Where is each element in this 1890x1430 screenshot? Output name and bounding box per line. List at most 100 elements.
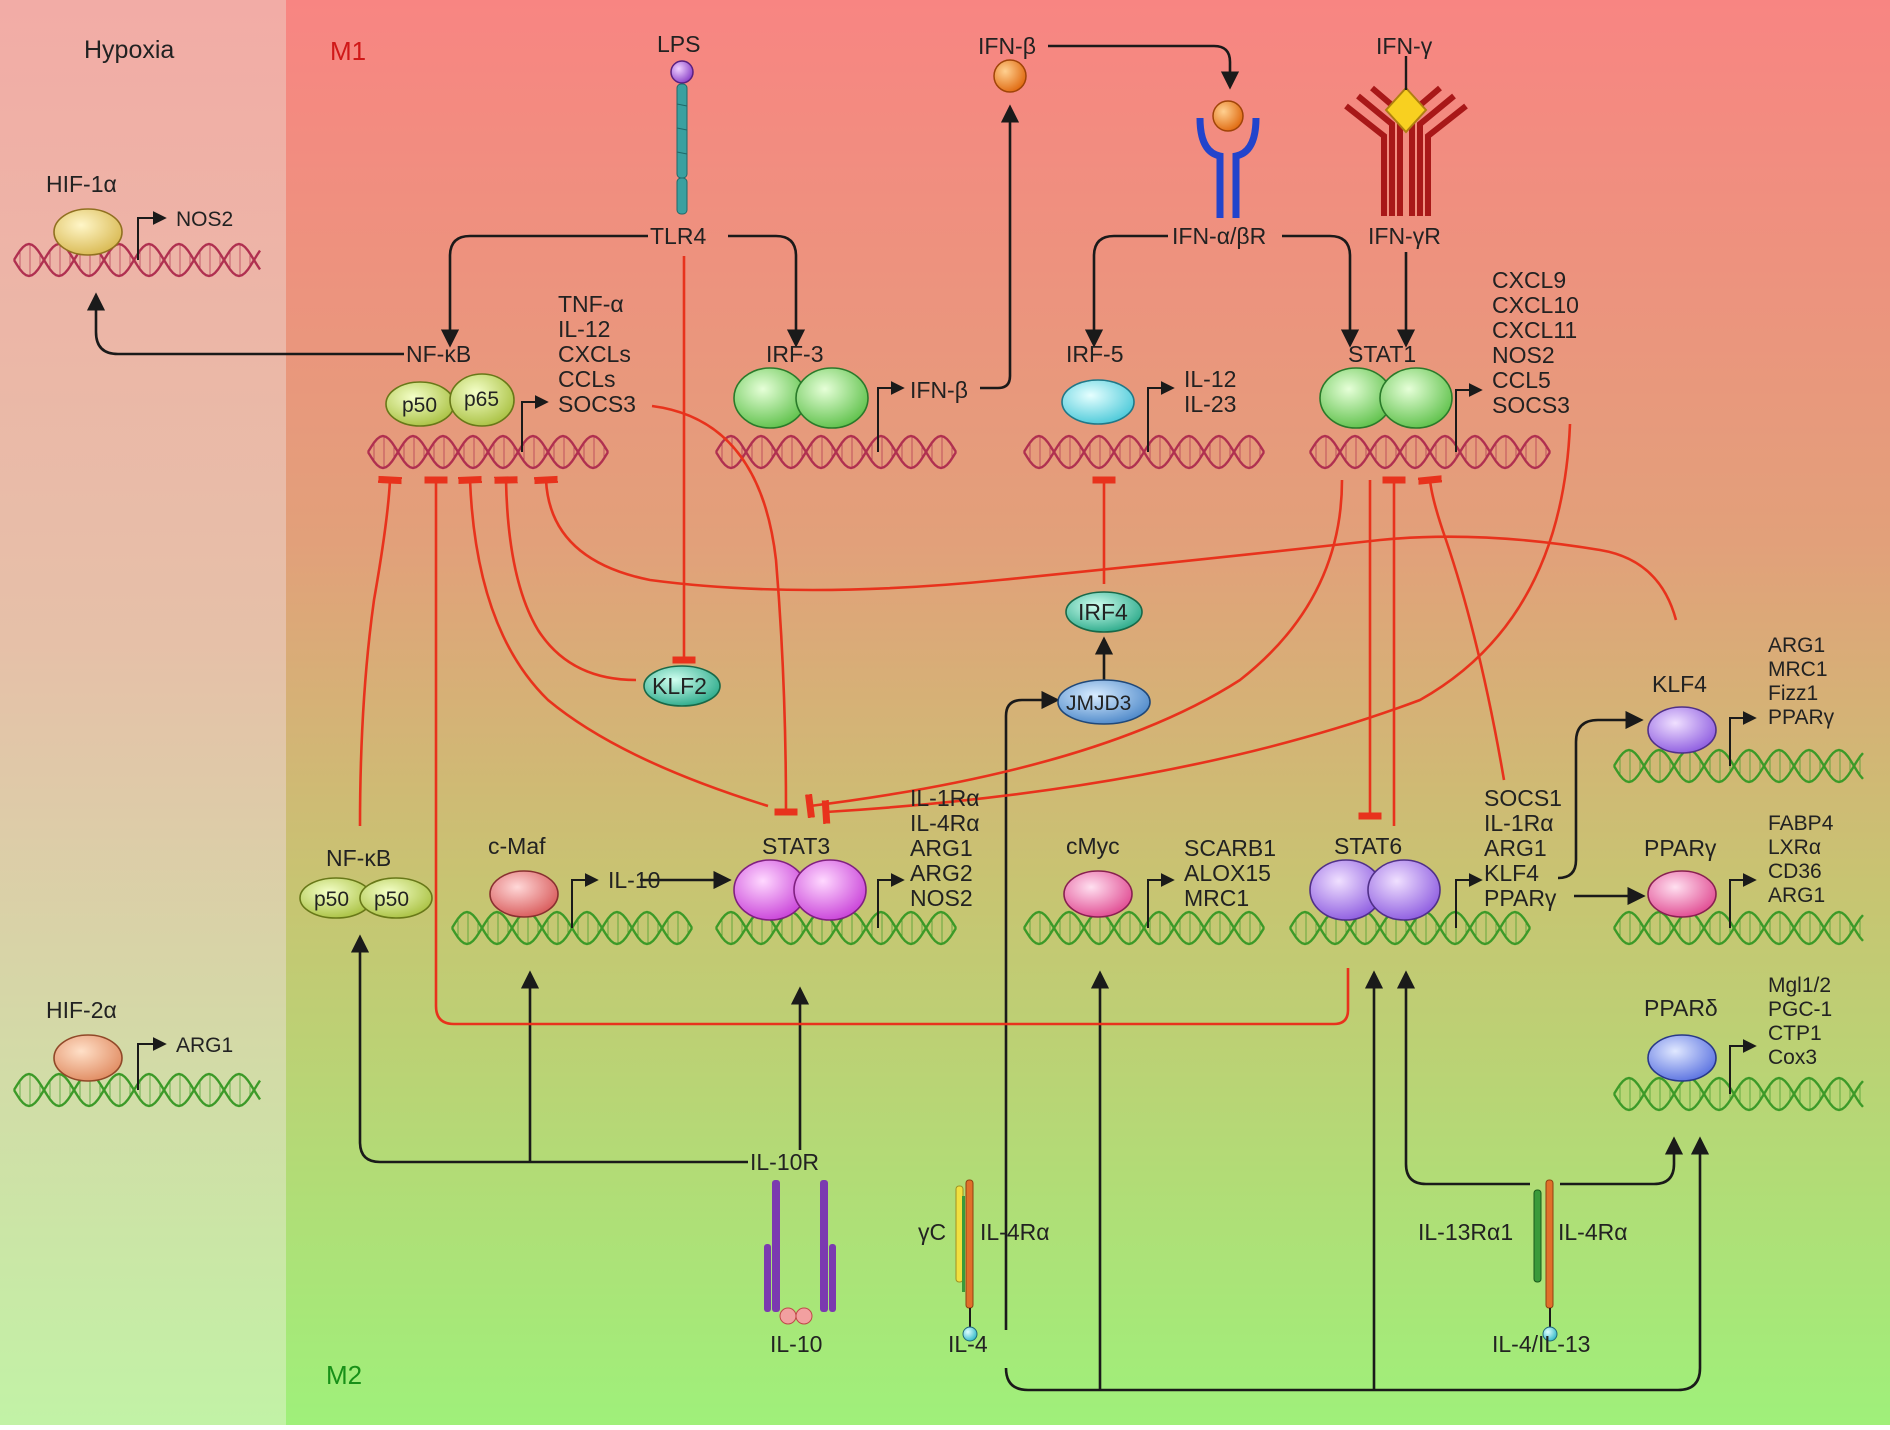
dna-klf4 — [1612, 748, 1864, 784]
stat3-target-4: NOS2 — [910, 885, 973, 911]
gc-label: γC — [918, 1219, 946, 1245]
il4ra-b-label: IL-4Rα — [1558, 1219, 1628, 1245]
arrow-ifnar-irf5 — [1084, 234, 1168, 348]
stat6-target-0: SOCS1 — [1484, 785, 1562, 811]
ppard-target-3: Cox3 — [1768, 1046, 1817, 1069]
irf5-target-0: IL-12 — [1184, 366, 1236, 392]
pparg-target-1: LXRα — [1768, 836, 1821, 859]
il10r-label: IL-10R — [750, 1149, 819, 1175]
dna-pparg — [1612, 910, 1864, 946]
pparg-blob — [1647, 870, 1717, 918]
ifng-label: IFN-γ — [1376, 33, 1433, 59]
inhibit-nfkb2-nfkb — [358, 480, 390, 827]
ppard-target-0: Mgl1/2 — [1768, 974, 1831, 997]
arrow-stat6-klf4 — [1557, 710, 1644, 880]
hif1a-target: NOS2 — [176, 208, 233, 231]
klf4-target-2: Fizz1 — [1768, 682, 1818, 705]
stat1-target-4: CCL5 — [1492, 367, 1551, 393]
stat6-target-2: ARG1 — [1484, 835, 1547, 861]
ppard-label: PPARδ — [1644, 995, 1718, 1021]
pparg-target-3: ARG1 — [1768, 884, 1825, 907]
cmyc-label: cMyc — [1066, 833, 1120, 859]
irf3-target: IFN-β — [910, 377, 968, 403]
klf4-blob — [1647, 706, 1717, 754]
stat1-blob-b — [1379, 367, 1453, 429]
stat3-target-2: ARG1 — [910, 835, 973, 861]
stat3-blob-b — [793, 859, 867, 921]
hif1a-label: HIF-1α — [46, 171, 117, 197]
stat6-target-3: KLF4 — [1484, 860, 1539, 886]
transcription-arrows — [137, 211, 1757, 1094]
ppard-target-1: PGC-1 — [1768, 998, 1832, 1021]
klf4-label: KLF4 — [1652, 671, 1707, 697]
ifnb-top-label: IFN-β — [978, 33, 1036, 59]
arrow-il4-jmjd3 — [1004, 690, 1060, 1330]
inhibit-socs3-stat3 — [651, 404, 786, 812]
irf5-label: IRF-5 — [1066, 341, 1124, 367]
irf4-label: IRF4 — [1078, 599, 1128, 625]
p50b-label: p50 — [374, 888, 409, 911]
region-m2: M2 — [326, 1360, 362, 1390]
cmyc-target-2: MRC1 — [1184, 885, 1249, 911]
inhibition-lines — [358, 256, 1678, 1026]
dna-cmyc — [1022, 910, 1266, 946]
hif2a-blob — [53, 1034, 123, 1082]
ifnabr-label: IFN-α/βR — [1172, 223, 1266, 249]
stat1-label: STAT1 — [1348, 341, 1416, 367]
stat1-target-3: NOS2 — [1492, 342, 1555, 368]
nfkb-target-3: CCLs — [558, 366, 616, 392]
jmjd3-label: JMJD3 — [1066, 692, 1131, 715]
inhibit-stat3-nfkb — [470, 480, 769, 808]
cmyc-target-0: SCARB1 — [1184, 835, 1276, 861]
arrow-tlr4-nfkb — [440, 234, 648, 348]
il4-receptor — [955, 1179, 978, 1342]
irf3-blob-b — [795, 367, 869, 429]
irf4-blob — [1065, 591, 1143, 633]
ppard-blob — [1647, 1034, 1717, 1082]
tlr4-receptor — [670, 60, 694, 215]
irf5-blob — [1061, 379, 1135, 425]
arrow-ifnb-secreted — [980, 104, 1020, 390]
nfkb-target-0: TNF-α — [558, 291, 624, 317]
stat6-target-4: PPARγ — [1484, 885, 1557, 911]
ifng-receptor — [1344, 56, 1468, 216]
klf2-blob — [643, 665, 721, 707]
jmjd3-blob — [1057, 679, 1151, 725]
labels: HIF-1α NOS2 HIF-2α ARG1 LPS IFN-β IFN-γ … — [46, 31, 1835, 1357]
tf-blobs — [53, 208, 1717, 1082]
il10-receptor — [764, 1180, 836, 1325]
lps-label: LPS — [657, 31, 700, 57]
arrow-il13-stat6 — [1396, 970, 1530, 1186]
cmyc-blob — [1063, 870, 1133, 918]
cmaf-target: IL-10 — [608, 867, 660, 893]
p50b-blob — [359, 877, 433, 919]
pparg-target-0: FABP4 — [1768, 812, 1834, 835]
klf4-target-3: PPARγ — [1768, 706, 1835, 729]
irf5-target-1: IL-23 — [1184, 391, 1236, 417]
cmaf-blob — [489, 870, 559, 918]
klf4-target-0: ARG1 — [1768, 634, 1825, 657]
dna-irf3 — [714, 434, 958, 470]
nfkb-target-1: IL-12 — [558, 316, 610, 342]
il4-il13-label: IL-4/IL-13 — [1492, 1331, 1590, 1357]
ifnb-ligand-icon — [993, 59, 1027, 93]
arrow-tlr4-irf3 — [728, 234, 806, 348]
region-m1: M1 — [330, 36, 366, 66]
ppard-target-2: CTP1 — [1768, 1022, 1822, 1045]
p50a-label: p50 — [314, 888, 349, 911]
activation-arrows — [86, 44, 1710, 1392]
dna-irf5 — [1022, 434, 1266, 470]
p65-blob — [449, 373, 515, 427]
hif2a-target: ARG1 — [176, 1034, 233, 1057]
dna-ppard — [1612, 1076, 1864, 1112]
nfkb-target-4: SOCS3 — [558, 391, 636, 417]
arrow-ifnar-stat1 — [1282, 234, 1360, 348]
irf3-label: IRF-3 — [766, 341, 824, 367]
cmaf-label: c-Maf — [488, 833, 546, 859]
ifngr-label: IFN-γR — [1368, 223, 1441, 249]
p65-label: p65 — [464, 388, 499, 411]
nfkb-label: NF-κB — [406, 341, 471, 367]
